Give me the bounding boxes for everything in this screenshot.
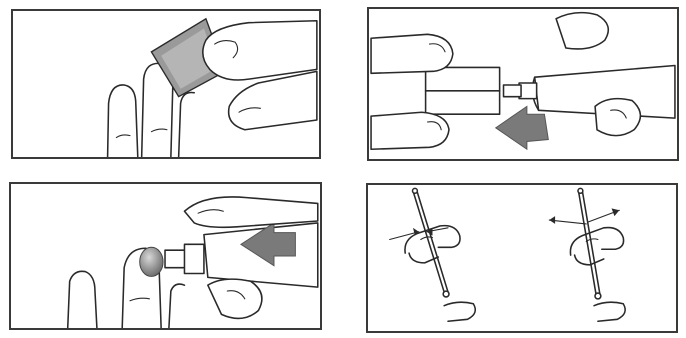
lancing-device xyxy=(504,65,675,118)
blood-drop-lancet-icon xyxy=(11,184,320,328)
lancet-cap xyxy=(426,67,500,114)
test-strip-left xyxy=(413,191,444,292)
direction-arrow xyxy=(496,106,549,149)
blood-drop xyxy=(140,247,163,276)
panel-step-2 xyxy=(367,7,679,161)
lancet-cap-removal-icon xyxy=(369,9,677,159)
panel-step-4 xyxy=(366,183,678,333)
strip-hand-left xyxy=(390,188,476,321)
strip-hand-right xyxy=(549,188,625,321)
panel-step-3 xyxy=(9,182,322,330)
test-strip-right xyxy=(578,191,596,294)
alcohol-pad-wipe-icon xyxy=(13,11,319,157)
panel-step-1 xyxy=(11,9,321,159)
test-strip-rotate-icon xyxy=(368,185,676,331)
